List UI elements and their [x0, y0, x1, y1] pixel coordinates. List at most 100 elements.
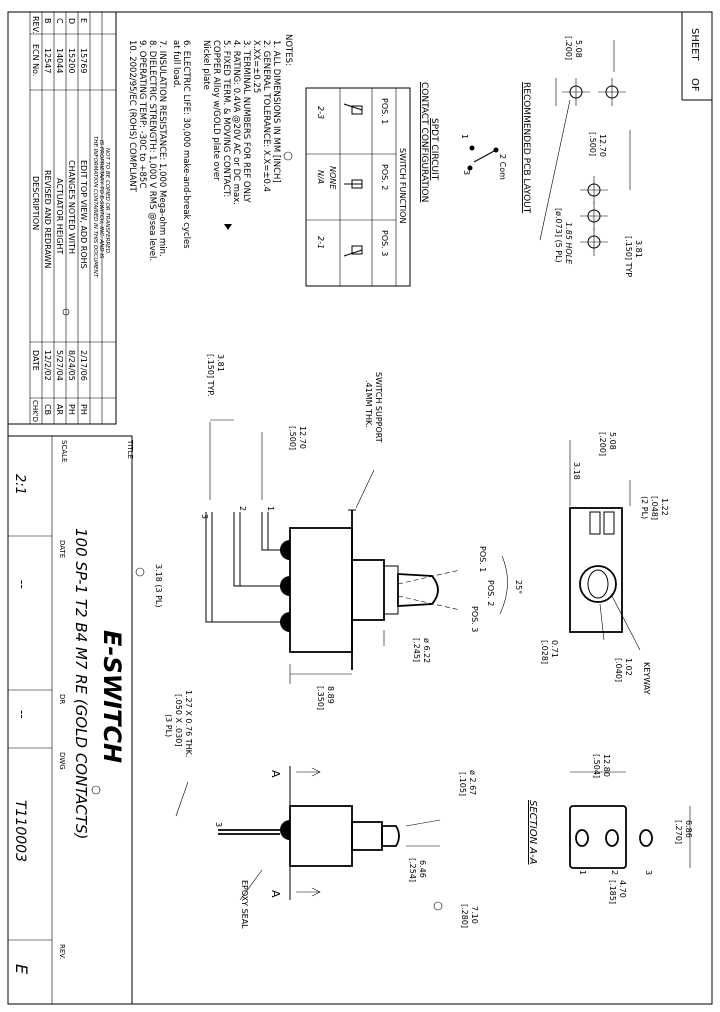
proprietary-line-3: NOT TO BE COPIED OR TRANSFERRED. — [104, 148, 110, 255]
note-8: 8. DIELECTRIC STRENGTH: 1,000 V RMS @sea… — [147, 40, 157, 261]
section-dim-686: 6.86 — [684, 820, 693, 838]
table-value-pos3: 2-1 — [316, 236, 325, 249]
front-view: SWITCH SUPPORT .41MM THK. 12.70 [.500] 3… — [135, 354, 523, 710]
section-n3: 3 — [644, 870, 653, 875]
dr-label: DR — [58, 694, 66, 704]
side-term-label: 1.27 X 0.76 THK. — [184, 690, 193, 757]
top-dim-318: 3.18 — [572, 462, 581, 480]
rev-d-date: 8/24/05 — [67, 350, 76, 381]
side-body — [289, 805, 353, 867]
toggle-pos3-icon — [343, 245, 363, 257]
rev-header-chkd: CHK'D — [31, 400, 39, 422]
terminal-3-label: 3 — [200, 514, 209, 519]
proprietary-line-2: IS PROPRIETARY TO E-SWITCH, INC. AND IS — [98, 140, 104, 259]
scale-label: SCALE — [60, 440, 68, 462]
rev-d-desc: CHANGES NOTED WITH — [67, 160, 76, 254]
note-9: 9. OPERATING TEMP: -30C to +85C — [137, 40, 147, 188]
front-marker-icon — [135, 567, 145, 577]
rev-e-date: 2/17/06 — [79, 350, 88, 381]
note-2: 2. GENERAL TOLERANCE: X.X=±0.4 — [261, 40, 271, 192]
rev-header-ecn: ECN No. — [31, 44, 40, 76]
support-label-1: SWITCH SUPPORT — [374, 372, 383, 443]
terminal-1-label: 1 — [266, 506, 275, 511]
rev-c-date: 5/27/04 — [55, 350, 64, 381]
pcb-hole-label-2: [ø.073] (5 PL) — [554, 208, 563, 263]
side-dim-710: 7.10 — [470, 906, 479, 924]
table-value-pos2: NONE — [328, 166, 337, 190]
rev-header-description: DESCRIPTION — [31, 176, 40, 230]
of-label: OF — [689, 78, 700, 92]
note-5b: COPPER Alloy w/GOLD plate over — [211, 40, 221, 181]
front-dim-381-in: [.150] TYP. — [206, 354, 215, 397]
front-dim-1270-in: [.500] — [288, 426, 297, 450]
date-value: -- — [15, 580, 29, 589]
note-2b: X.XX=±0.25 — [251, 40, 261, 93]
top-dim-122-pl: (2 PL) — [640, 496, 649, 519]
pcb-holes — [562, 78, 626, 256]
front-dim-622-in: [.245] — [412, 638, 421, 662]
dwg-label: DWG — [58, 752, 66, 770]
top-body — [569, 507, 623, 633]
rev-b-desc: REVISED AND REDRAWN — [43, 170, 52, 268]
note-marker-icon — [283, 151, 293, 161]
rev-header-date: DATE — [31, 350, 40, 371]
front-dim-318: 3.18 (3 PL) — [154, 564, 163, 608]
note-4: 4. RATING: 0.4VA @20V AC or DC max. — [231, 40, 241, 205]
top-dim-122: 1.22 — [660, 498, 669, 516]
side-dim-710-in: [.280] — [460, 904, 469, 928]
side-term-in: [.050 X .030] — [174, 694, 183, 746]
spdt-title-2: CONTACT CONFIGURATION — [419, 82, 429, 202]
angle-label: 25° — [514, 580, 523, 594]
title-caption: TITLE — [126, 439, 134, 459]
rev-c-rev: C — [55, 18, 64, 24]
top-dim-122-in: [.048] — [650, 496, 659, 520]
top-lever — [587, 569, 609, 599]
notes: NOTES: 1. ALL DIMENSIONS IN MM [INCH] 2.… — [127, 34, 293, 261]
sheet-label: SHEET — [689, 28, 700, 62]
pcb-layout: RECOMMENDED PCB LAYOUT 5.08 [.200] 12.70… — [521, 36, 643, 277]
sheet-of-box: SHEET OF — [681, 12, 712, 101]
note-10: 10. 2002/95/EC (ROHS) COMPLIANT — [127, 40, 137, 193]
front-dim-381: 3.81 — [216, 354, 225, 372]
top-dim-508: 5.08 — [608, 432, 617, 450]
drawing-title: 100 SP-1 T2 B4 M7 RE (GOLD CONTACTS) — [72, 528, 90, 839]
rev-value: E — [12, 964, 31, 975]
section-dim-470: 4.70 — [618, 880, 627, 898]
note-3: 3. TERMINAL NUMBERS FOR REF ONLY — [241, 40, 251, 204]
e-switch-logo: E-SWITCH — [98, 630, 126, 763]
spdt-com-label: 2 Com — [498, 154, 507, 180]
date-label: DATE — [58, 540, 66, 558]
rev-b-chk: CB — [43, 404, 52, 415]
rev-c-desc: ACTUATOR HEIGHT — [55, 178, 64, 254]
support-label-2: .41MM THK. — [364, 380, 373, 428]
front-dim-889: 8.89 — [326, 686, 335, 704]
side-dim-646: 6.46 — [418, 860, 427, 878]
rev-d-marker-icon — [62, 308, 70, 316]
revision-table: REV. ECN No. DESCRIPTION DATE CHK'D B 12… — [7, 11, 117, 425]
toggle-pos1-icon — [343, 103, 363, 115]
switch-body — [289, 527, 353, 653]
section-arrow-bottom-icon — [296, 887, 321, 897]
front-dim-889-in: [.350] — [316, 686, 325, 710]
scale-value: 2:1 — [12, 474, 27, 495]
section-a-top: A — [269, 770, 282, 778]
dwg-value: T110003 — [12, 800, 28, 862]
section-dim-1280: 12.80 — [602, 754, 611, 777]
pos1-label: POS. 1 — [478, 546, 487, 572]
top-view: 3.18 5.08 [.200] 1.22 [.048] (2 PL) KEYW… — [540, 432, 669, 695]
table-header-pos2: POS. 2 — [380, 164, 389, 190]
note-6: 6. ELECTRIC LIFE: 30,000 make-and-break … — [181, 40, 191, 249]
pcb-dim-508-in: [.200] — [564, 36, 573, 60]
side-dim-646-in: [.254] — [408, 858, 417, 882]
section-n2: 2 — [610, 870, 619, 875]
side-term-pl: (3 PL) — [164, 714, 173, 737]
pos2-label: POS. 2 — [486, 580, 495, 606]
side-dim-267-in: [.105] — [458, 772, 467, 796]
side-lever — [381, 825, 400, 847]
spdt-n1: 1 — [460, 134, 469, 139]
rev-e-rev: E — [79, 18, 88, 23]
section-body — [569, 805, 627, 869]
pcb-dim-381: 3.81 — [634, 240, 643, 258]
top-dim-071: 0.71 — [550, 640, 559, 658]
note-5: 5. FIXED TERM. & MOVING CONTACT: — [221, 40, 231, 197]
